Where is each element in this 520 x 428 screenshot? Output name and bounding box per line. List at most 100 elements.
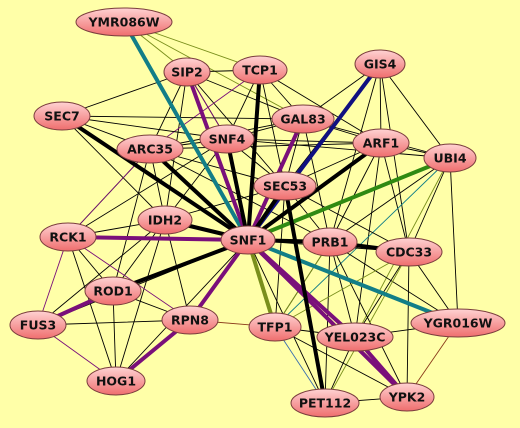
edge-rck1-hog1 <box>67 236 117 382</box>
node-label: YPK2 <box>388 390 426 405</box>
node-shape <box>84 276 142 306</box>
edge-rck1-fus3 <box>37 236 69 326</box>
node-label: HOG1 <box>96 374 136 389</box>
edge-sip2-snf1 <box>185 70 250 242</box>
node-label: PRB1 <box>311 235 348 250</box>
node-shape <box>116 134 184 164</box>
node-label: ROD1 <box>93 284 132 299</box>
edge-gis4-ubi4 <box>379 63 451 159</box>
edge-arf1-yel023c <box>354 142 382 338</box>
edge-prb1-pet112 <box>324 241 331 404</box>
node-label: GIS4 <box>364 57 397 72</box>
edge-arf1-arc35 <box>149 142 382 150</box>
node-label: YEL023C <box>324 330 386 345</box>
node-sec7[interactable]: SEC7 <box>33 101 91 131</box>
node-label: YMR086W <box>88 15 160 30</box>
node-ymr086w[interactable]: YMR086W <box>75 7 173 37</box>
node-ubi4[interactable]: UBI4 <box>423 143 477 173</box>
node-idh2[interactable]: IDH2 <box>137 205 193 235</box>
node-shape <box>39 222 97 252</box>
node-arc35[interactable]: ARC35 <box>116 134 184 164</box>
node-yel023c[interactable]: YEL023C <box>316 322 394 352</box>
node-pet112[interactable]: PET112 <box>290 388 360 418</box>
node-label: TFP1 <box>258 320 293 335</box>
node-label: GAL83 <box>280 112 325 127</box>
node-rpn8[interactable]: RPN8 <box>161 305 219 335</box>
node-shape <box>423 143 477 173</box>
edge-gal83-prb1 <box>302 118 331 243</box>
node-tcp1[interactable]: TCP1 <box>232 55 288 85</box>
node-cdc33[interactable]: CDC33 <box>375 237 443 267</box>
node-shape <box>232 55 288 85</box>
node-shape <box>199 124 255 154</box>
node-label: CDC33 <box>386 245 432 260</box>
node-shape <box>33 101 91 131</box>
node-shape <box>290 388 360 418</box>
node-label: SEC7 <box>44 109 79 124</box>
node-shape <box>302 227 358 257</box>
edge-prb1-ygr016w <box>329 241 459 324</box>
edge-arf1-prb1 <box>329 142 382 243</box>
node-label: SEC53 <box>263 179 307 194</box>
edge-arf1-snf1 <box>246 141 383 242</box>
node-fus3[interactable]: FUS3 <box>9 310 67 340</box>
node-label: FUS3 <box>20 318 56 333</box>
node-gal83[interactable]: GAL83 <box>271 104 335 134</box>
node-label: IDH2 <box>148 213 182 228</box>
edge-rod1-hog1 <box>112 290 117 382</box>
node-shape <box>163 57 211 87</box>
node-label: RCK1 <box>49 230 86 245</box>
node-shape <box>9 310 67 340</box>
edge-snf1-tfp1 <box>246 238 277 329</box>
node-shape <box>253 171 317 201</box>
node-arf1[interactable]: ARF1 <box>352 128 410 158</box>
node-gis4[interactable]: GIS4 <box>354 49 406 79</box>
node-ygr016w[interactable]: YGR016W <box>410 308 506 338</box>
node-sec53[interactable]: SEC53 <box>253 171 317 201</box>
edge-snf4-snf1 <box>225 137 250 242</box>
node-rod1[interactable]: ROD1 <box>84 276 142 306</box>
node-tfp1[interactable]: TFP1 <box>248 312 302 342</box>
node-shape <box>248 312 302 342</box>
edge-idh2-rpn8 <box>164 219 191 321</box>
node-snf1[interactable]: SNF1 <box>220 225 276 255</box>
node-rck1[interactable]: RCK1 <box>39 222 97 252</box>
edge-ubi4-cdc33 <box>408 157 451 253</box>
node-hog1[interactable]: HOG1 <box>86 366 146 396</box>
node-shape <box>271 104 335 134</box>
edge-gis4-cdc33 <box>379 63 410 253</box>
edge-ubi4-prb1 <box>329 157 451 243</box>
node-label: PET112 <box>299 396 351 411</box>
edge-sec53-tfp1 <box>274 185 286 328</box>
node-sip2[interactable]: SIP2 <box>163 57 211 87</box>
edge-rck1-snf1 <box>66 235 250 242</box>
edge-rck1-rpn8 <box>67 236 191 321</box>
node-label: SIP2 <box>171 65 203 80</box>
node-shape <box>354 49 406 79</box>
edge-sec7-gal83 <box>61 115 304 120</box>
edge-snf1-ypk2 <box>246 238 409 399</box>
edge-gis4-prb1 <box>329 63 381 243</box>
node-label: SNF1 <box>230 233 267 248</box>
node-shape <box>375 237 443 267</box>
node-shape <box>316 322 394 352</box>
edge-ymr086w-snf1 <box>122 20 250 242</box>
node-label: UBI4 <box>433 151 466 166</box>
node-label: RPN8 <box>171 313 209 328</box>
node-label: ARC35 <box>127 142 173 157</box>
node-snf4[interactable]: SNF4 <box>199 124 255 154</box>
edge-arf1-cdc33 <box>380 142 410 253</box>
node-shape <box>161 305 219 335</box>
node-prb1[interactable]: PRB1 <box>302 227 358 257</box>
edge-ubi4-ygr016w <box>449 157 459 324</box>
edge-cdc33-tfp1 <box>274 251 410 328</box>
edge-prb1-ypk2 <box>329 241 408 398</box>
edge-sec7-idh2 <box>61 115 166 221</box>
edge-arc35-snf1 <box>148 147 250 242</box>
node-shape <box>75 7 173 37</box>
edge-sec7-snf1 <box>60 114 250 242</box>
node-ypk2[interactable]: YPK2 <box>379 382 435 412</box>
node-shape <box>86 366 146 396</box>
